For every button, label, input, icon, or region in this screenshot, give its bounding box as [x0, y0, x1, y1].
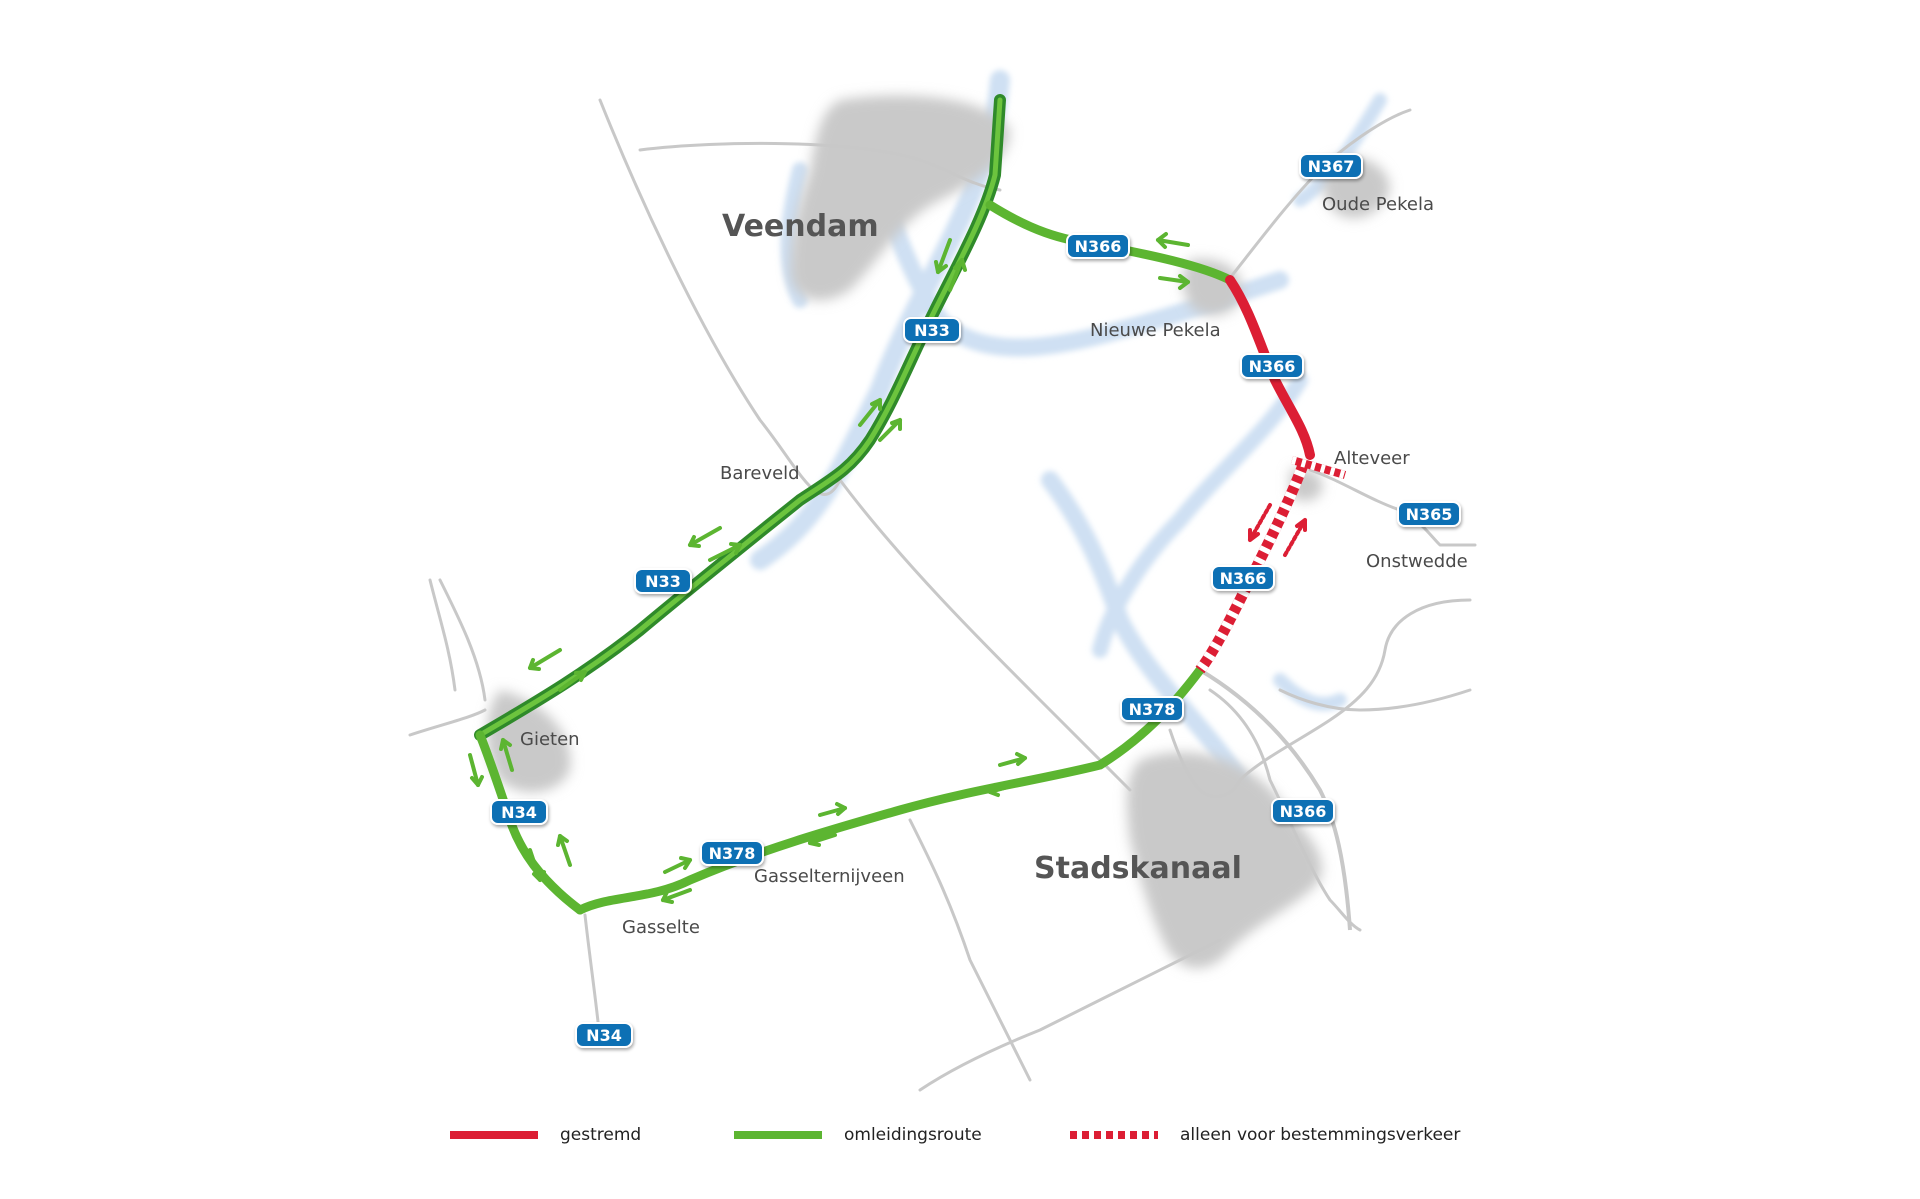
arrow	[808, 833, 837, 845]
shield-label: N378	[709, 844, 756, 863]
shield-n33-bottom: N33	[634, 568, 692, 594]
shield-n365: N365	[1397, 501, 1461, 527]
arrow	[558, 670, 587, 692]
legend-label-detour: omleidingsroute	[844, 1125, 982, 1145]
arrow	[558, 834, 572, 867]
shield-label: N34	[586, 1026, 622, 1045]
road-stadskanaal-loop	[1168, 728, 1242, 799]
shield-n366-lower: N366	[1211, 565, 1275, 591]
road-onstwedde	[1238, 598, 1472, 782]
shield-label: N367	[1308, 157, 1355, 176]
road-gieten-west	[408, 708, 487, 737]
road-west-gieten	[428, 578, 457, 692]
town-label-onstwedde: Onstwedde	[1366, 551, 1468, 572]
road-stadskanaal-north	[1208, 688, 1362, 932]
arrow-red	[1283, 518, 1307, 557]
shield-n378-west: N378	[700, 840, 764, 866]
shield-label: N366	[1280, 802, 1327, 821]
town-label-alteveer: Alteveer	[1334, 448, 1410, 469]
arrow	[988, 783, 1017, 794]
road-stadskanaal-south	[908, 818, 1032, 1082]
town-label-nieuwe-pekela: Nieuwe Pekela	[1090, 320, 1221, 341]
shield-label: N33	[645, 572, 681, 591]
city-label-veendam: Veendam	[722, 209, 879, 244]
shield-label: N365	[1406, 505, 1453, 524]
legend-item-destination-only: alleen voor bestemmingsverkeer	[1070, 1120, 1460, 1150]
arrow-red	[1248, 503, 1272, 542]
town-label-oude-pekela: Oude Pekela	[1322, 194, 1434, 215]
arrow	[501, 738, 514, 772]
arrow	[468, 753, 480, 787]
shield-n378-east: N378	[1120, 696, 1184, 722]
shield-n33-top: N33	[903, 317, 961, 343]
city-label-stadskanaal: Stadskanaal	[1034, 851, 1242, 886]
legend-label-destination-only: alleen voor bestemmingsverkeer	[1180, 1125, 1461, 1145]
shield-label: N366	[1075, 237, 1122, 256]
arrow	[858, 398, 882, 427]
legend-swatch-destination-only	[1070, 1131, 1158, 1139]
arrow	[1156, 238, 1190, 247]
shield-n34-bottom: N34	[575, 1022, 633, 1048]
arrow	[936, 238, 952, 274]
arrow	[1158, 276, 1190, 284]
closed-segment-n366	[1225, 275, 1315, 460]
arrow	[688, 526, 722, 547]
shield-n34-top: N34	[490, 799, 548, 825]
shield-n366-south: N366	[1271, 798, 1335, 824]
shield-n366-mid: N366	[1240, 353, 1304, 379]
arrow	[528, 648, 562, 670]
arrow	[661, 888, 692, 902]
arrow	[528, 848, 542, 882]
road-veendam-west	[638, 141, 1002, 192]
canal-3	[1041, 471, 1249, 789]
legend-swatch-detour	[734, 1131, 822, 1139]
road-gasselte-south	[583, 913, 602, 1042]
shield-label: N366	[1220, 569, 1267, 588]
arrow	[663, 858, 692, 874]
shield-label: N34	[501, 803, 537, 822]
legend-item-detour: omleidingsroute	[734, 1120, 982, 1150]
road-onstwedde-east	[1278, 688, 1472, 712]
town-label-gasselternijveen: Gasselternijveen	[754, 866, 905, 887]
town-label-gasselte: Gasselte	[622, 917, 700, 938]
legend-label-closed: gestremd	[560, 1125, 642, 1145]
shield-label: N378	[1129, 700, 1176, 719]
canal-6	[1273, 673, 1347, 711]
legend-swatch-closed	[450, 1131, 538, 1139]
road-shields: N367 N366 N366 N365 N366 N33 N33 N378 N3…	[490, 153, 1461, 1048]
shield-label: N33	[914, 321, 950, 340]
road-n366-south	[1198, 668, 1352, 931]
destination-only-n365	[1290, 456, 1347, 479]
road-stadskanaal-southwest	[918, 938, 1222, 1092]
detour-n378	[575, 665, 1205, 915]
urban-nieuwe-pekela	[1182, 259, 1242, 316]
canal-4	[1092, 372, 1308, 658]
destination-arrows	[1248, 503, 1307, 557]
map-legend: gestremd omleidingsroute alleen voor bes…	[450, 1120, 1550, 1150]
town-label-gieten: Gieten	[520, 729, 580, 750]
shield-label: N366	[1249, 357, 1296, 376]
arrow	[708, 543, 742, 562]
shield-n366-top: N366	[1066, 233, 1130, 259]
legend-item-closed: gestremd	[450, 1120, 641, 1150]
road-gieten-north	[438, 578, 487, 702]
town-label-bareveld: Bareveld	[720, 463, 800, 484]
shield-n367: N367	[1299, 153, 1363, 179]
